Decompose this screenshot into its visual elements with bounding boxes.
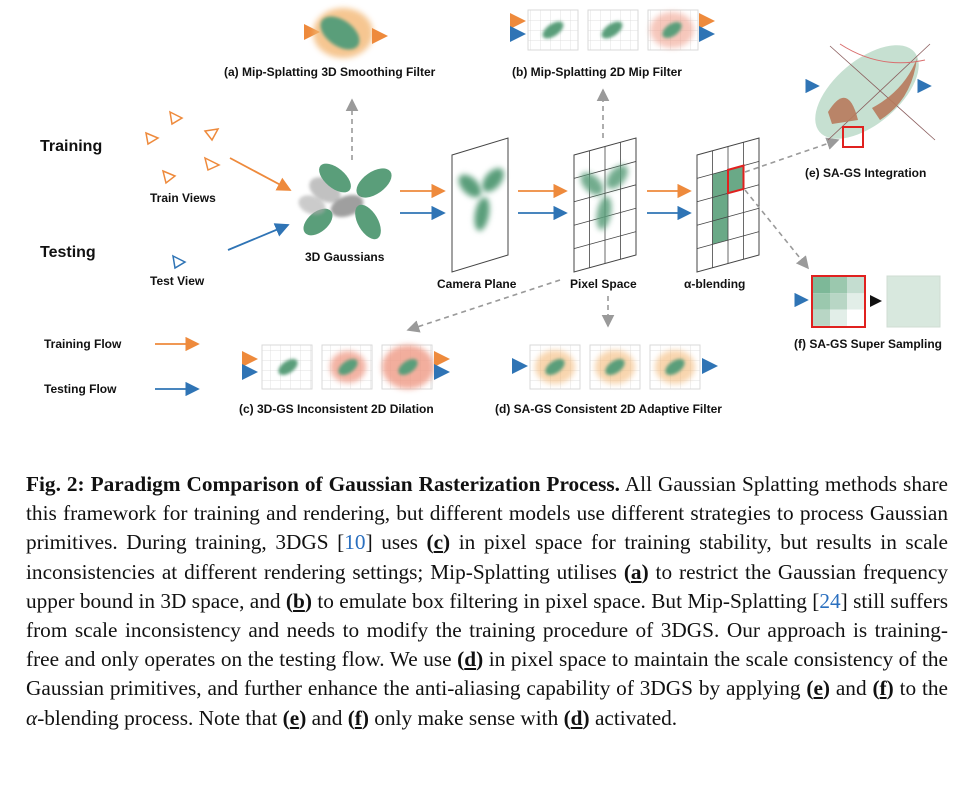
paradigm-figure: (a) Mip-Splatting 3D Smoothing Filter (b… (40, 8, 942, 416)
train-views-label: Train Views (150, 191, 216, 205)
legend-testing-flow-label: Testing Flow (44, 382, 117, 396)
caption-text-3: in pixel space for training stability, b… (26, 530, 948, 584)
caption-ref-f: (f) (872, 676, 894, 701)
pixel-space-label: Pixel Space (570, 277, 637, 291)
caption-text-1: All Gaussian Splatting methods share thi… (26, 472, 948, 555)
train-to-gaussians-arrow (229, 157, 292, 191)
caption-ref-a: (a) (623, 559, 649, 584)
caption-ref-e-2: (e) (282, 705, 307, 730)
dashed-arrow-to-e (744, 137, 840, 173)
test-view-label: Test View (150, 274, 205, 288)
citation-10-link[interactable]: 10 (344, 530, 366, 555)
caption-ref-b: (b) (285, 588, 312, 613)
panel-a-graphic (304, 8, 388, 58)
caption-ref-e: (e) (806, 676, 831, 701)
alpha-blending-label: α-blending (684, 277, 745, 291)
citation-24-link[interactable]: 24 (819, 588, 841, 613)
caption-text-5: to emulate box filtering in pixel space.… (311, 588, 820, 613)
train-views-icons (145, 110, 221, 185)
caption-text-13: activated. (589, 705, 678, 730)
caption-text-7: in pixel space to maintain the scale con… (26, 647, 948, 701)
camera-plane-label: Camera Plane (437, 277, 517, 291)
caption-text-10: -blending process. Note that (37, 705, 283, 730)
caption-text-8: and (830, 676, 873, 701)
caption-ref-d-2: (d) (563, 705, 590, 730)
caption-title: Paradigm Comparison of Gaussian Rasteriz… (90, 472, 620, 496)
panel-c-graphic (242, 344, 450, 390)
caption-ref-c: (c) (426, 530, 451, 555)
panel-e-graphic (805, 43, 936, 148)
test-to-gaussians-arrow (227, 223, 290, 251)
caption-text-11: and (306, 705, 348, 730)
gaussians-3d-label: 3D Gaussians (305, 250, 385, 264)
caption-fig-label: Fig. 2: (26, 472, 85, 496)
panel-f-graphic (794, 275, 941, 328)
panel-d-label: (d) SA-GS Consistent 2D Adaptive Filter (495, 402, 722, 416)
caption-text-4: to restrict the Gaussian frequency upper… (26, 559, 948, 613)
alpha-blending-graphic (696, 137, 760, 273)
camera-plane-graphic (451, 137, 509, 273)
caption-text-9: to the (893, 676, 948, 701)
test-view-icon (172, 254, 187, 270)
panel-b-label: (b) Mip-Splatting 2D Mip Filter (512, 65, 682, 79)
panel-a-label: (a) Mip-Splatting 3D Smoothing Filter (224, 65, 436, 79)
figure-caption: Fig. 2: Paradigm Comparison of Gaussian … (26, 470, 948, 733)
testing-label: Testing (40, 244, 96, 261)
panel-d-graphic (512, 344, 718, 390)
panel-c-label: (c) 3D-GS Inconsistent 2D Dilation (239, 402, 434, 416)
pixel-space-graphic (573, 137, 637, 273)
dashed-arrow-to-f (744, 189, 810, 270)
caption-alpha: α (26, 705, 38, 730)
panel-e-label: (e) SA-GS Integration (805, 166, 926, 180)
training-label: Training (40, 138, 102, 155)
legend-training-flow-label: Training Flow (44, 337, 122, 351)
caption-text-6: ] still suffers from scale inconsistency… (26, 588, 948, 672)
caption-text-2: ] uses (365, 530, 427, 555)
panel-f-label: (f) SA-GS Super Sampling (794, 337, 942, 351)
caption-ref-d: (d) (457, 647, 484, 672)
panel-b-graphic (510, 9, 715, 51)
caption-text-12: only make sense with (368, 705, 564, 730)
gaussians-3d-graphic (298, 163, 392, 240)
caption-ref-f-2: (f) (347, 705, 369, 730)
